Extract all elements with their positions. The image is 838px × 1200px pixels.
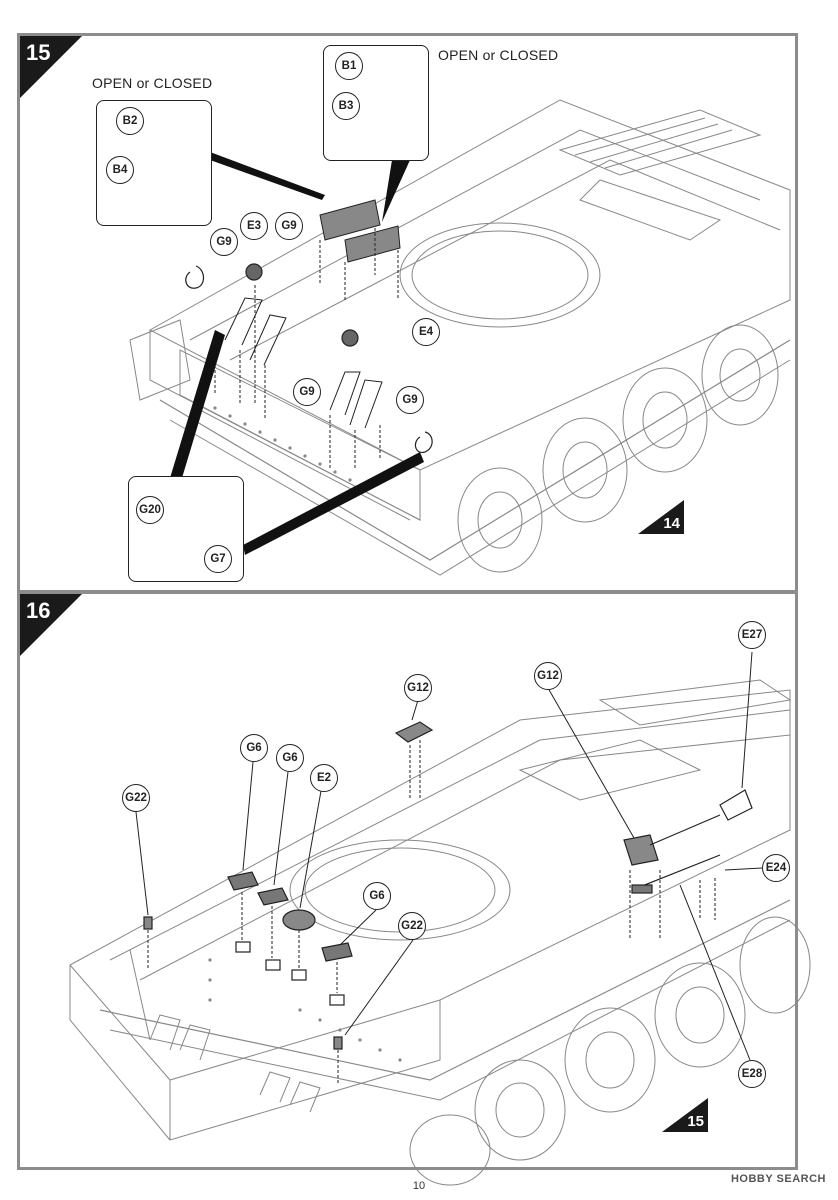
option-note: OPEN or CLOSED (92, 75, 213, 91)
part-callout: E24 (762, 854, 790, 882)
part-callout: G12 (404, 674, 432, 702)
option-note: OPEN or CLOSED (438, 47, 559, 63)
part-callout: E2 (310, 764, 338, 792)
part-callout: B2 (116, 107, 144, 135)
part-callout: G6 (276, 744, 304, 772)
part-callout: G22 (122, 784, 150, 812)
part-callout: E3 (240, 212, 268, 240)
step-number-badge: 16 (20, 594, 82, 656)
step-number: 16 (26, 598, 51, 623)
part-callout: G6 (240, 734, 268, 762)
part-callout: G9 (293, 378, 321, 406)
step-number: 15 (26, 40, 51, 65)
part-callout: B4 (106, 156, 134, 184)
part-callout: E27 (738, 621, 766, 649)
part-callout: E28 (738, 1060, 766, 1088)
watermark: HOBBY SEARCH (730, 1173, 826, 1185)
part-callout: G9 (275, 212, 303, 240)
part-callout: G9 (210, 228, 238, 256)
reference-step-number: 15 (687, 1113, 704, 1130)
part-callout: B3 (332, 92, 360, 120)
step-divider (17, 590, 798, 594)
page-frame (17, 33, 798, 1170)
step-number-badge: 15 (20, 36, 82, 98)
part-callout: G9 (396, 386, 424, 414)
reference-step-arrow: 14 (638, 500, 684, 534)
part-callout: G22 (398, 912, 426, 940)
part-callout: G6 (363, 882, 391, 910)
part-callout: G7 (204, 545, 232, 573)
part-callout: E4 (412, 318, 440, 346)
part-callout: B1 (335, 52, 363, 80)
reference-step-number: 14 (663, 515, 680, 532)
page-number: 10 (412, 1180, 426, 1192)
reference-step-arrow: 15 (662, 1098, 708, 1132)
part-callout: G12 (534, 662, 562, 690)
part-callout: G20 (136, 496, 164, 524)
